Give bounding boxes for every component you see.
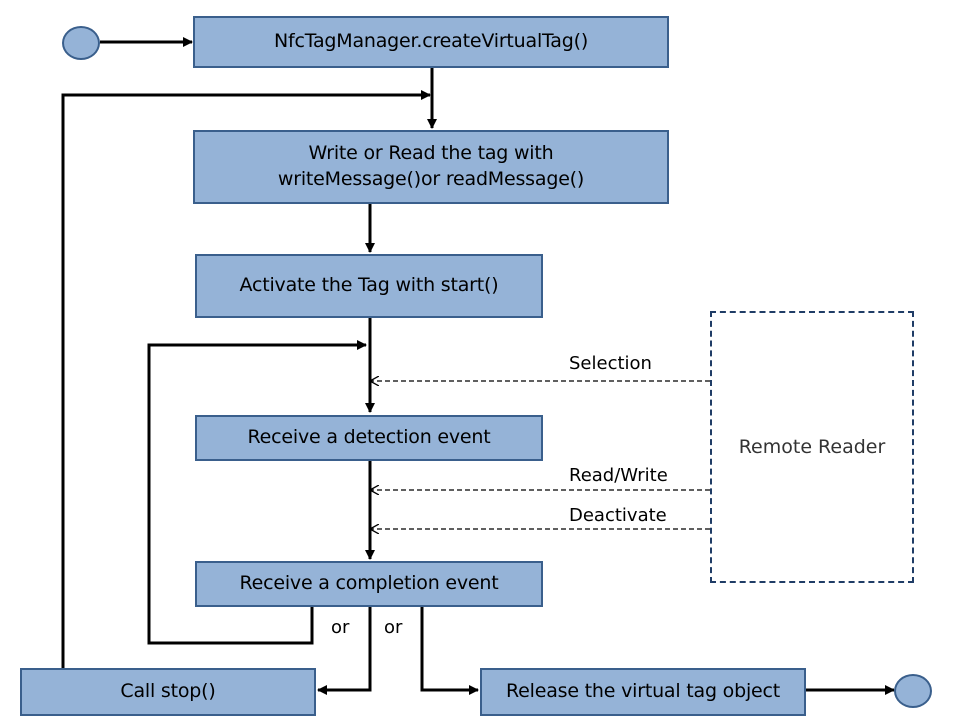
remote-reader-box: Remote Reader bbox=[710, 311, 914, 583]
create-virtual-tag-label: NfcTagManager.createVirtualTag() bbox=[273, 30, 589, 53]
completion-event-box: Receive a completion event bbox=[195, 561, 543, 607]
loop-stop-to-write bbox=[61, 90, 431, 668]
write-or-read-box: Write or Read the tag with writeMessage(… bbox=[193, 130, 669, 204]
deactivate-label: Deactivate bbox=[569, 505, 667, 526]
create-virtual-tag-box: NfcTagManager.createVirtualTag() bbox=[193, 16, 669, 68]
or-left-label: or bbox=[331, 617, 350, 638]
remote-reader-label: Remote Reader bbox=[738, 436, 886, 458]
detection-event-label: Receive a detection event bbox=[247, 426, 491, 449]
activate-tag-label: Activate the Tag with start() bbox=[239, 274, 499, 297]
read-write-label: Read/Write bbox=[569, 465, 668, 486]
release-object-box: Release the virtual tag object bbox=[480, 668, 806, 716]
call-stop-box: Call stop() bbox=[20, 668, 316, 716]
or-right-label: or bbox=[384, 617, 403, 638]
selection-label: Selection bbox=[569, 353, 652, 374]
detection-event-box: Receive a detection event bbox=[195, 415, 543, 461]
release-object-label: Release the virtual tag object bbox=[505, 680, 781, 703]
loop-completion-to-detection bbox=[147, 340, 367, 645]
activate-tag-box: Activate the Tag with start() bbox=[195, 254, 543, 318]
completion-event-label: Receive a completion event bbox=[239, 572, 499, 595]
arrow-completion-to-stop bbox=[317, 607, 372, 695]
arrow-completion-to-release bbox=[420, 607, 479, 695]
end-node bbox=[894, 674, 932, 708]
call-stop-label: Call stop() bbox=[120, 680, 216, 703]
write-or-read-label: Write or Read the tag with writeMessage(… bbox=[277, 142, 585, 190]
start-node bbox=[62, 26, 100, 60]
